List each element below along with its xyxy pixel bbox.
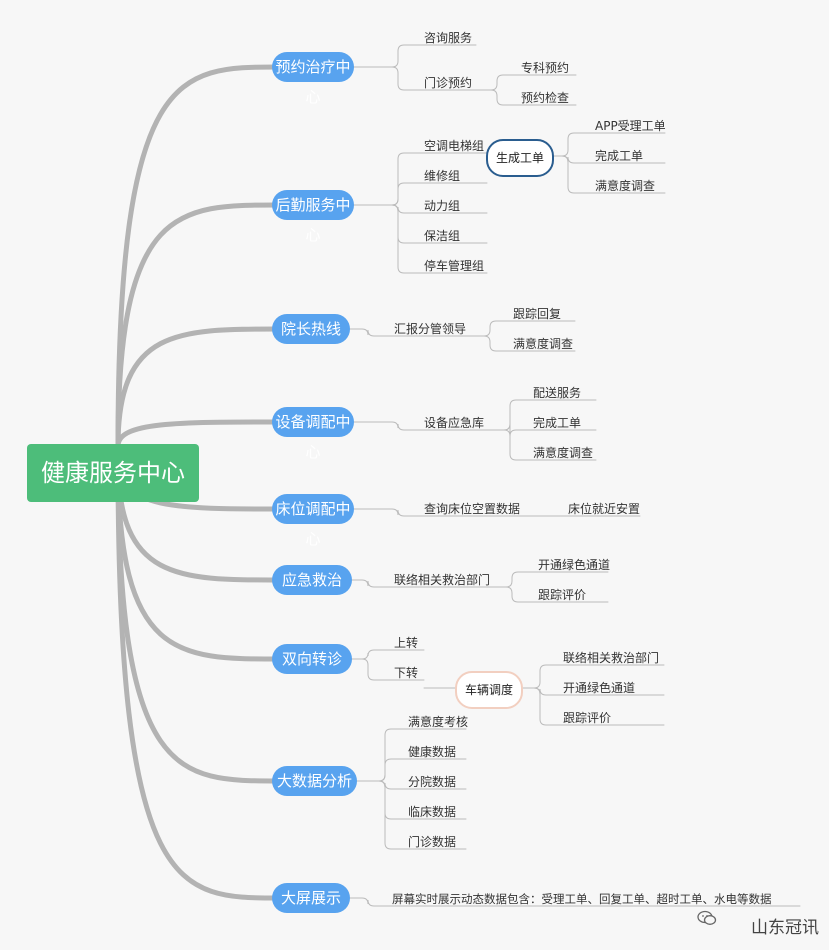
leaf-connector: [353, 421, 491, 431]
leaf-specialist-booking[interactable]: 专科预约: [521, 61, 570, 75]
leaf-connector: [489, 429, 597, 461]
leaf-satisfaction-survey[interactable]: 满意度调查: [513, 337, 574, 351]
leaf-consult-service[interactable]: 咨询服务: [424, 31, 473, 45]
leaf-repair[interactable]: 维修组: [424, 169, 461, 183]
leaf-power[interactable]: 动力组: [424, 199, 461, 213]
leaf-connector: [349, 328, 471, 337]
leaf-bed-placement[interactable]: 床位就近安置: [568, 502, 641, 516]
leaf-hvac-elevator[interactable]: 空调电梯组: [424, 139, 485, 153]
leaf-branch-data[interactable]: 分院数据: [408, 775, 457, 789]
leaf-satisfaction-assessment[interactable]: 满意度考核: [408, 715, 469, 729]
branch-b2[interactable]: 后勤服务中心: [272, 190, 354, 244]
leaf-green-channel[interactable]: 开通绿色通道: [538, 558, 611, 572]
branch-b8[interactable]: 大数据分析: [272, 766, 357, 796]
leaf-contact-departments[interactable]: 联络相关救治部门: [563, 651, 660, 665]
leaf-downward-transfer[interactable]: 下转: [394, 666, 419, 680]
leaf-track-reply[interactable]: 跟踪回复: [513, 307, 562, 321]
branch-connector: [115, 202, 281, 449]
leaf-outpatient-data[interactable]: 门诊数据: [408, 835, 457, 849]
leaf-connector: [520, 687, 665, 726]
leaf-connector: [551, 155, 666, 194]
watermark-text: 山东冠讯: [751, 918, 819, 938]
leaf-connector: [356, 780, 467, 850]
branch-b3[interactable]: 院长热线: [272, 314, 350, 344]
leaf-report-leader[interactable]: 汇报分管领导: [394, 322, 467, 336]
leaf-connector: [353, 182, 488, 206]
leaf-connector: [475, 89, 577, 106]
leaf-connector: [469, 320, 576, 337]
leaf-satisfaction-survey[interactable]: 满意度调查: [533, 446, 594, 460]
branch-connector: [115, 64, 281, 449]
leaf-connector: [353, 44, 477, 68]
leaf-connector: [351, 658, 425, 681]
leaf-track-evaluation[interactable]: 跟踪评价: [538, 588, 587, 602]
leaf-exam-booking[interactable]: 预约检查: [521, 91, 570, 105]
leaf-connector: [353, 204, 488, 274]
leaf-connector: [356, 758, 467, 782]
leaf-cleaning[interactable]: 保洁组: [424, 229, 461, 243]
leaf-connector: [489, 423, 597, 437]
leaf-equipment-stock[interactable]: 设备应急库: [424, 416, 485, 430]
branch-b5[interactable]: 床位调配中心: [272, 494, 354, 548]
leaf-clinical-data[interactable]: 临床数据: [408, 805, 457, 819]
branch-b7[interactable]: 双向转诊: [272, 644, 352, 674]
leaf-delivery-service[interactable]: 配送服务: [533, 386, 582, 400]
leaf-contact-departments[interactable]: 联络相关救治部门: [394, 573, 491, 587]
root-node[interactable]: 健康服务中心: [27, 444, 199, 502]
leaf-parking[interactable]: 停车管理组: [424, 259, 485, 273]
branch-b4[interactable]: 设备调配中心: [272, 407, 354, 461]
leaf-health-data[interactable]: 健康数据: [408, 745, 457, 759]
branch-b1[interactable]: 预约治疗中心: [272, 52, 354, 106]
leaf-outpatient-booking[interactable]: 门诊预约: [424, 76, 473, 90]
leaf-connector: [353, 204, 488, 214]
leaf-connector: [469, 335, 576, 352]
node-generate-ticket[interactable]: 生成工单: [486, 139, 554, 177]
wechat-icon: [697, 910, 717, 925]
branch-connector: [115, 419, 281, 449]
leaf-connector: [520, 664, 665, 689]
leaf-bed-query[interactable]: 查询床位空置数据: [424, 502, 521, 516]
leaf-connector: [353, 508, 641, 517]
leaf-connector: [353, 152, 488, 206]
leaf-green-channel[interactable]: 开通绿色通道: [563, 681, 636, 695]
branch-b6[interactable]: 应急救治: [272, 565, 352, 595]
leaf-big-screen-description[interactable]: 屏幕实时展示动态数据包含：受理工单、回复工单、超时工单、水电等数据: [392, 892, 772, 906]
leaf-app-ticket[interactable]: APP受理工单: [595, 119, 666, 133]
leaf-complete-ticket[interactable]: 完成工单: [533, 416, 582, 430]
node-vehicle-dispatch[interactable]: 车辆调度: [455, 671, 523, 709]
leaf-connector: [351, 649, 425, 660]
leaf-connector: [351, 579, 491, 588]
leaf-connector: [353, 66, 477, 91]
leaf-connector: [551, 132, 666, 157]
branch-b9[interactable]: 大屏展示: [272, 883, 350, 913]
leaf-connector: [353, 204, 488, 244]
branch-connector: [115, 457, 281, 901]
leaf-upward-transfer[interactable]: 上转: [394, 636, 419, 650]
leaf-connector: [475, 74, 577, 91]
leaf-satisfaction-survey[interactable]: 满意度调查: [595, 179, 656, 193]
leaf-track-evaluation[interactable]: 跟踪评价: [563, 711, 612, 725]
leaf-complete-ticket[interactable]: 完成工单: [595, 149, 644, 163]
leaf-connector: [349, 897, 801, 907]
leaf-connector: [489, 571, 609, 588]
leaf-connector: [489, 586, 609, 603]
branch-connector: [115, 326, 281, 449]
